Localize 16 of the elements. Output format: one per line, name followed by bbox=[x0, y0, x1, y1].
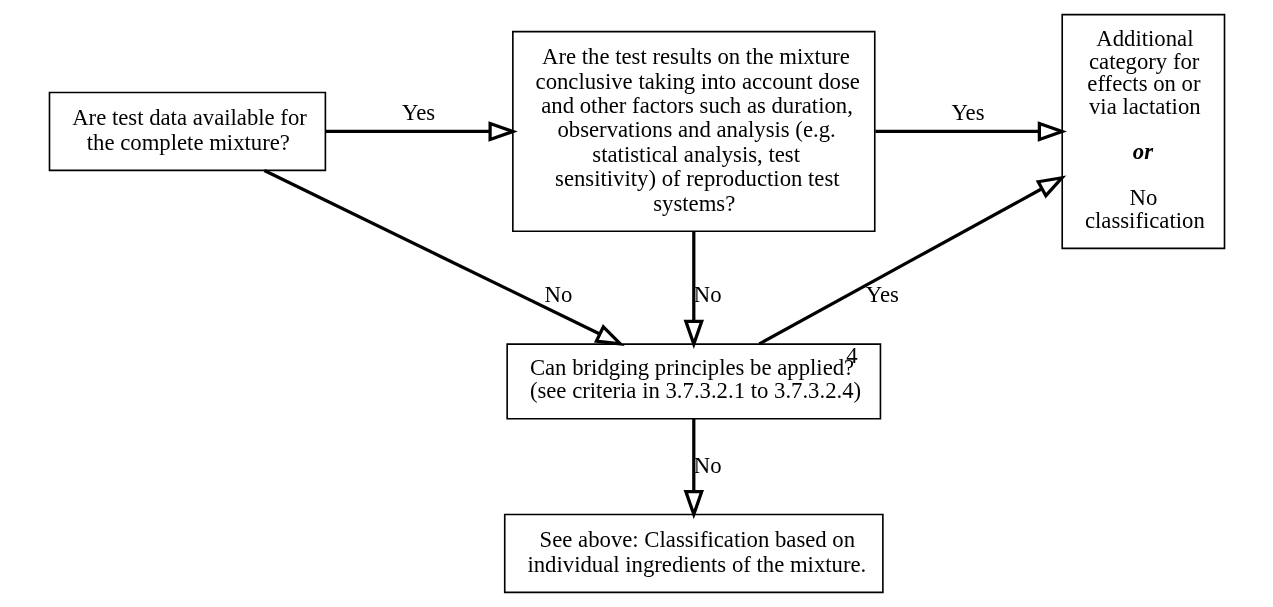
arrow bbox=[263, 169, 625, 347]
node-box: See above: Classification based on individual ingredients of the mixture. bbox=[503, 513, 884, 594]
edge-label: No bbox=[693, 282, 722, 308]
node-box: Are test data available for the complete mixture? bbox=[48, 91, 326, 172]
node-box: Additional category for effects on or via lactation or No classification bbox=[1060, 13, 1225, 250]
edge-label: Yes bbox=[401, 100, 435, 126]
node-box: Are the test results on the mixture conclusive taking into account dose and other factors such as duration, observations and analysis (e.g. statistical analysis, test sensitivity) of reproduction test systems? bbox=[511, 30, 876, 233]
arrow bbox=[758, 175, 1066, 346]
arrow bbox=[325, 121, 518, 142]
arrow bbox=[683, 418, 704, 520]
edge-label: No bbox=[693, 452, 722, 478]
edge-label: Yes bbox=[865, 282, 899, 308]
arrow bbox=[683, 231, 704, 349]
edge-label: Yes bbox=[950, 100, 985, 126]
edge-label: No bbox=[543, 282, 572, 308]
arrow bbox=[874, 121, 1067, 142]
